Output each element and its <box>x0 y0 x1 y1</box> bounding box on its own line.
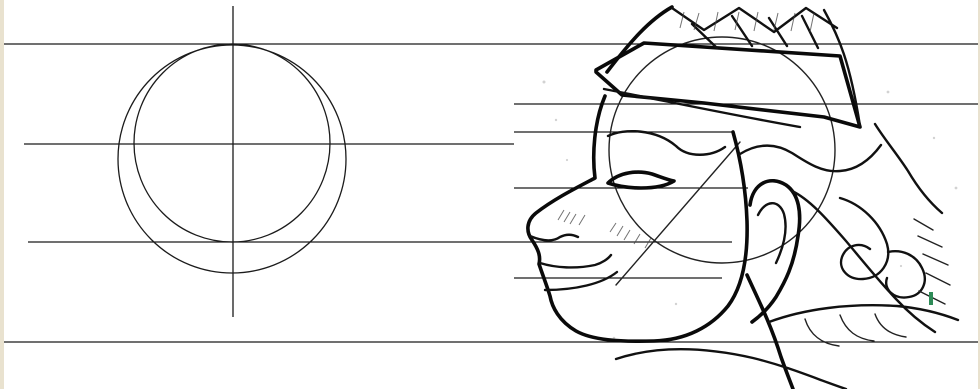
drawing-canvas <box>4 0 978 389</box>
collar-curve <box>616 349 846 389</box>
outer-construction-circle <box>118 45 346 273</box>
nose-line <box>530 235 578 241</box>
crown-hatching <box>680 12 814 32</box>
lower-ornament-details <box>805 314 906 346</box>
lower-jaw-line <box>545 272 617 290</box>
forehead-band-lower <box>604 89 800 127</box>
ear-inner-line <box>758 203 786 263</box>
mouth-line <box>540 255 611 267</box>
green-mark <box>929 292 933 305</box>
eye-outline <box>608 172 674 188</box>
face-profile-sketch <box>528 7 958 389</box>
face-outline <box>528 96 747 341</box>
sketch-svg <box>4 0 978 389</box>
inner-construction-circle <box>134 44 330 242</box>
paper-specks <box>543 81 958 340</box>
ornament-curl-b <box>875 124 942 213</box>
crown-top-left <box>607 7 672 72</box>
lower-ornament-band <box>769 305 958 322</box>
ornament-curl-a <box>840 198 888 279</box>
neck-line <box>747 275 793 389</box>
eye-brow <box>608 131 725 155</box>
cheek-ornament <box>740 145 881 171</box>
